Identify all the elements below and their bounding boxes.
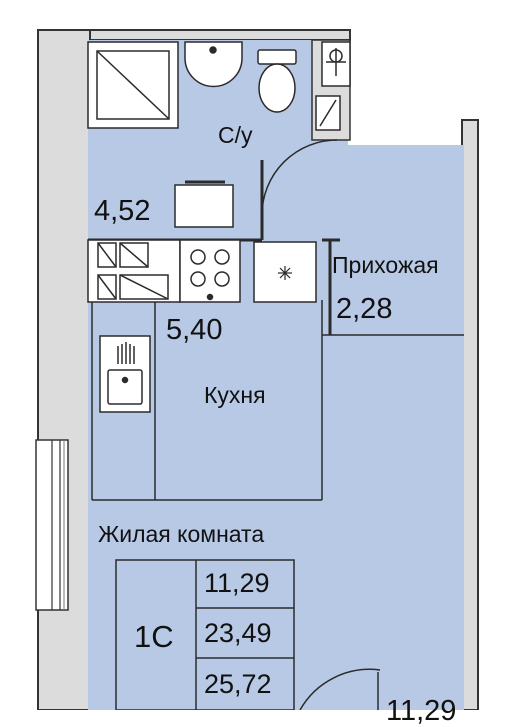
hallway-area: 2,28 — [336, 293, 393, 325]
living-room-name: Жилая комната — [98, 521, 265, 547]
toilet-icon — [257, 49, 297, 113]
cabinet-icon — [315, 95, 341, 131]
window-icon — [35, 439, 69, 611]
riser-icon — [321, 41, 351, 87]
cooktop-icon — [179, 239, 241, 303]
bathroom-name: С/у — [218, 122, 253, 148]
apartment-type-label: 1С — [134, 619, 174, 654]
door-icon — [261, 139, 338, 240]
living-area-value: 11,29 — [204, 568, 270, 598]
fridge-icon — [253, 241, 317, 303]
entrance-door-icon — [299, 668, 381, 710]
kitchen-name: Кухня — [204, 382, 266, 408]
cut-off-area-label: 11,29 — [386, 695, 457, 727]
kitchen-counter — [87, 239, 181, 303]
shower-tray-icon — [87, 41, 179, 129]
hallway-name: Прихожая — [332, 252, 439, 278]
kitchen-area: 5,40 — [166, 314, 223, 346]
bathroom-area: 4,52 — [94, 195, 151, 227]
floor-plan — [35, 29, 479, 710]
summary-table — [115, 559, 295, 710]
sink-icon — [99, 335, 151, 413]
total-area-with-balcony-value: 25,72 — [204, 669, 272, 699]
total-area-value: 23,49 — [204, 618, 272, 648]
washbasin-icon — [184, 41, 243, 88]
vanity-icon — [174, 180, 234, 228]
